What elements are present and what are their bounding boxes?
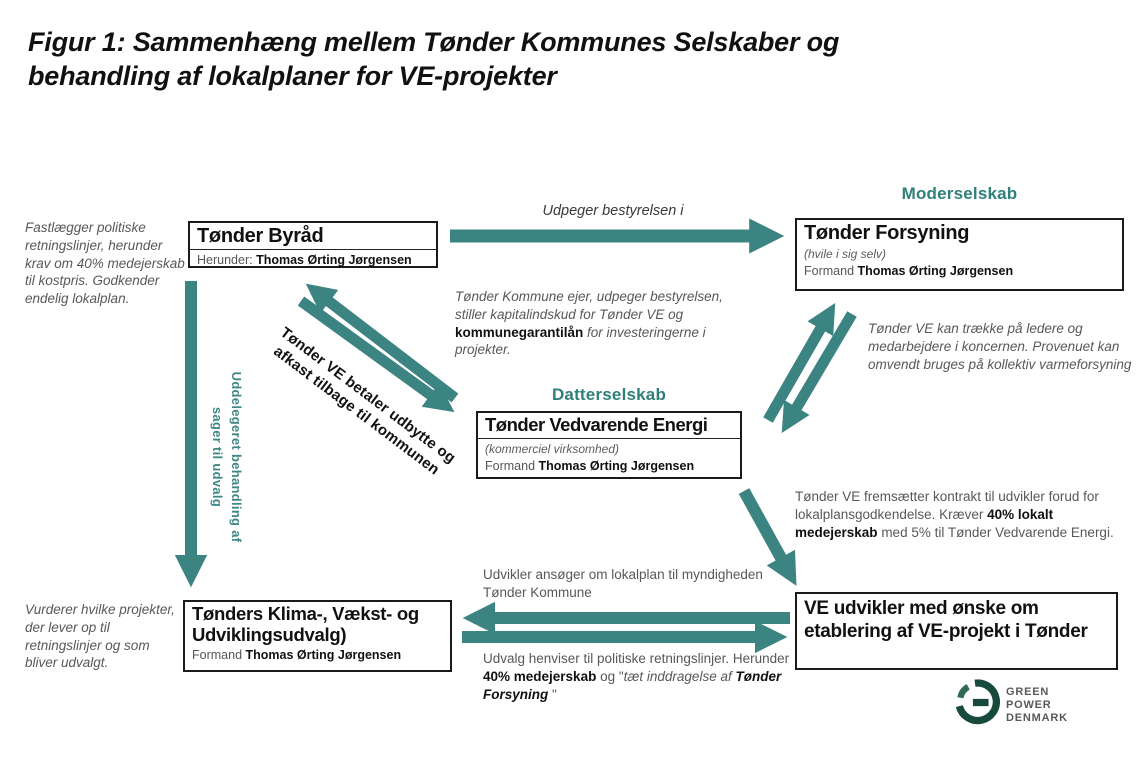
label-moderselskab: Moderselskab (901, 184, 1018, 203)
annotation-part: " (548, 687, 557, 703)
box-klima-udvalg: Tønders Klima-, Vækst- og Udviklingsudva… (183, 600, 452, 672)
annotation-part: for investeringerne i projekter. (455, 324, 706, 358)
box-tve-title: Tønder Vedvarende Energi (485, 414, 708, 435)
annotation-udvalg-role: Vurderer hvilke projekter, der lever op … (25, 602, 175, 671)
chairman-name: Thomas Ørting Jørgensen (538, 458, 695, 473)
green-power-denmark-logo: GREEN POWER DENMARK (950, 676, 1140, 736)
annotation-part: og " (596, 669, 624, 685)
box-toender-forsyning: Tønder Forsyning (hvile i sig selv) Form… (795, 218, 1124, 291)
sub-label: Formand (804, 264, 855, 279)
box-toender-forsyning-note: (hvile i sig selv) (804, 247, 887, 262)
chairman-name: Thomas Ørting Jørgensen (245, 648, 402, 663)
sub-label: Formand (485, 458, 536, 473)
udbytte-til-kommunen-arrow (305, 283, 459, 403)
sub-label: Formand (192, 648, 243, 663)
logo-line3: DENMARK (1006, 712, 1068, 725)
chairman-name: Thomas Ørting Jørgensen (857, 264, 1014, 279)
annotation-italic: tæt inddragelse af (623, 669, 736, 685)
label-datterselskab: Datterselskab (551, 385, 667, 404)
label-uddelegeret-behandling: Uddelegeret behandling af sager til udva… (208, 333, 246, 581)
tve-til-udvikler-arrow (738, 488, 797, 586)
box-klima-udvalg-sub: Formand Thomas Ørting Jørgensen (192, 648, 443, 662)
figure-title: Figur 1: Sammenhæng mellem Tønder Kommun… (28, 26, 868, 94)
annotation-part: Tønder Kommune ejer, udpeger bestyrelsen… (455, 289, 723, 322)
vert-label-line2: sager til udvalg (210, 406, 225, 508)
box-ve-udvikler-title: VE udvikler med ønske om etablering af V… (804, 598, 1088, 642)
annotation-udvikler-ansoeger: Udvikler ansøger om lokalplan til myndig… (483, 567, 763, 601)
divider (478, 437, 740, 439)
box-ve-udvikler: VE udvikler med ønske om etablering af V… (795, 592, 1118, 670)
box-toender-forsyning-title: Tønder Forsyning (804, 222, 970, 244)
box-tve-sub: Formand Thomas Ørting Jørgensen (485, 459, 733, 473)
green-power-logo-mark (955, 679, 1000, 725)
box-toender-forsyning-sub: Formand Thomas Ørting Jørgensen (804, 264, 1115, 278)
annotation-bold-italic: Tønder Forsyning (483, 669, 782, 703)
forsyning-til-tve-arrow (781, 311, 857, 433)
annotation-koncern-ressourcer: Tønder VE kan trække på ledere og medarb… (868, 321, 1132, 372)
figure-title-line1: Figur 1: Sammenhæng mellem Tønder Kommun… (28, 27, 840, 57)
chairman-name: Thomas Ørting Jørgensen (256, 253, 412, 268)
box-toender-byraad: Tønder Byråd Herunder: Thomas Ørting Jør… (188, 221, 438, 268)
box-klima-udvalg-title: Tønders Klima-, Vækst- og Udviklingsudva… (192, 603, 419, 645)
annotation-bold: 40% medejerskab (483, 669, 597, 685)
box-tve-note: (kommerciel virksomhed) (485, 441, 620, 456)
label-udpeger-bestyrelsen: Udpeger bestyrelsen i (542, 203, 684, 219)
annotation-bold: kommunegarantilån (455, 324, 584, 340)
annotation-kommune-ejer: Tønder Kommune ejer, udpeger bestyrelsen… (455, 288, 755, 359)
annotation-part: Tønder VE fremsætter kontrakt til udvikl… (795, 489, 1099, 523)
kommune-til-tve-arrow (297, 296, 455, 413)
box-toender-vedvarende-energi: Tønder Vedvarende Energi (kommerciel vir… (476, 411, 742, 479)
annotation-kontrakt-medejerskab: Tønder VE fremsætter kontrakt til udvikl… (795, 488, 1133, 543)
figure-title-line2: behandling af lokalplaner for VE-projekt… (28, 60, 557, 91)
box-toender-byraad-title: Tønder Byråd (197, 225, 324, 247)
logo-line2: POWER (1006, 699, 1052, 712)
annotation-part: Udvalg henviser til politiske retningsli… (483, 651, 790, 666)
box-toender-byraad-sub: Herunder: Thomas Ørting Jørgensen (197, 253, 429, 267)
vert-label-line1: Uddelegeret behandling af (229, 371, 244, 543)
annotation-part: med 5% til Tønder Vedvarende Energi. (877, 525, 1114, 541)
annotation-bold: 40% lokalt medejerskab (795, 507, 1054, 541)
tve-til-forsyning-arrow (763, 302, 836, 423)
annotation-udvalg-henviser: Udvalg henviser til politiske retningsli… (483, 650, 795, 705)
annotation-byraad-role: Fastlægger politiske retningslinjer, her… (25, 220, 185, 307)
sub-label: Herunder: (197, 253, 253, 268)
green-power-logo-text: GREEN POWER DENMARK (1006, 686, 1068, 726)
divider (190, 249, 436, 251)
logo-line1: GREEN (1006, 686, 1050, 698)
